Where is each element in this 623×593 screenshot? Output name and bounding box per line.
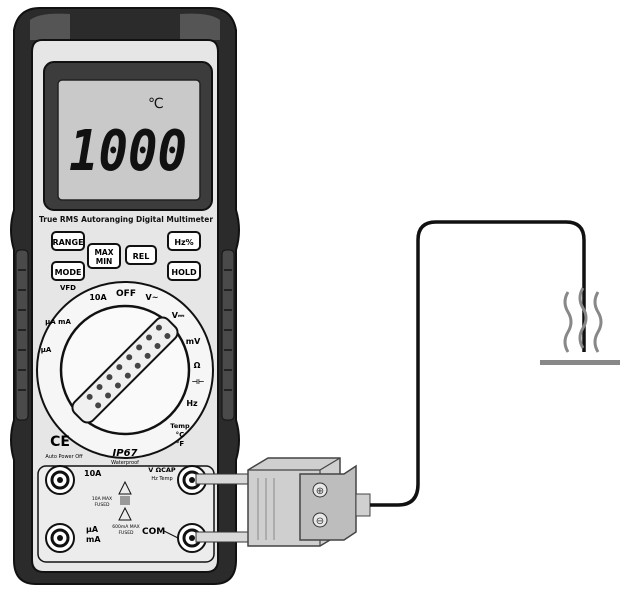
dial-temp-label: Temp [170,422,190,430]
range-button[interactable]: RANGE [51,231,85,251]
thermocouple-wire [370,220,586,507]
jack-ua-label: µA [86,525,99,534]
warning-box [120,496,130,505]
mode-button[interactable]: MODE [51,261,85,281]
dial-celsius-label: °C [176,431,185,439]
mode-sub-label: VFD [60,284,76,292]
dial-fahrenheit-label: °F [176,440,185,448]
jack-com-label: COM [142,527,165,537]
hz-percent-button[interactable]: Hz% [167,231,201,251]
rel-button[interactable]: REL [125,245,157,265]
plus-icon: ⊕ [312,482,328,498]
svg-text:⊕: ⊕ [316,486,324,497]
adapter-nose [355,493,371,517]
jack-v-ohm-label: V ΩCAP [148,466,176,474]
dial-off-label: OFF [116,289,136,299]
warning-icon [118,480,132,521]
dial-ua-label: µA [41,346,52,354]
max-min-button[interactable]: MAX MIN [87,243,121,269]
svg-text:⊖: ⊖ [316,516,324,527]
multimeter: ℃ 1000 True RMS Autoranging Digital Mult… [10,7,240,585]
ce-mark: CE [50,434,70,450]
adapter-socket [299,464,357,541]
lcd-reading: 1000 [69,119,187,184]
hold-button[interactable]: HOLD [167,261,201,281]
range-button-label: RANGE [52,238,83,247]
max-label: MAX [94,248,113,257]
lcd-unit-symbol: ℃ [148,96,164,112]
thermocouple-adapter: ⊕ ⊖ [195,457,371,547]
auto-power-off-label: Auto Power Off [45,454,83,460]
dial-cap-label: ⊣⊢ [192,378,205,386]
ip67-mark: IP67 [113,448,138,459]
fuse-note-ma-1: 600mA MAX [112,524,140,530]
dial-hz-label: Hz [186,399,198,408]
rotary-dial[interactable]: OFF 10A V~ V⎓ mV Ω ⊣⊢ Hz Temp °C °F µA m… [36,281,214,459]
side-grips [15,249,235,421]
hold-button-label: HOLD [171,268,197,277]
dial-vdc-label: V⎓ [172,311,185,320]
hz-percent-label: Hz% [174,238,193,247]
rel-button-label: REL [133,252,150,261]
jack-10a[interactable] [45,465,75,495]
model-line: True RMS Autoranging Digital Multimeter [39,215,213,224]
dial-vac-label: V~ [146,293,159,302]
terminal-panel: 10A V ΩCAP Hz Temp µA mA C [37,465,215,563]
heat-source-icon [540,287,620,365]
fuse-note-ma-2: FUSED [118,530,134,536]
fuse-note-10a-1: 10A MAX [92,496,112,502]
dial-ua-ma-label: µA mA [45,318,71,326]
dial-10a-label: 10A [89,293,107,302]
jack-v-ohm-sub-label: Hz Temp [151,476,172,482]
min-label: MIN [96,257,113,266]
hot-surface [540,360,620,365]
jack-10a-label: 10A [84,469,102,478]
mode-button-label: MODE [55,268,82,277]
button-panel: RANGE MAX MIN REL Hz% MODE VFD [51,231,201,292]
dial-mv-label: mV [186,337,201,346]
adapter-prong-top [195,473,255,485]
lcd-screen [57,79,201,201]
fuse-note-10a-2: FUSED [94,502,110,508]
jack-ua-ma[interactable] [45,523,75,553]
jack-ma-label: mA [86,535,101,544]
adapter-prong-bottom [195,531,255,543]
ip67-sub-label: Waterproof [111,460,139,466]
minus-icon: ⊖ [312,512,328,528]
dial-ohm-label: Ω [194,361,201,370]
dial-pointer [71,316,179,424]
